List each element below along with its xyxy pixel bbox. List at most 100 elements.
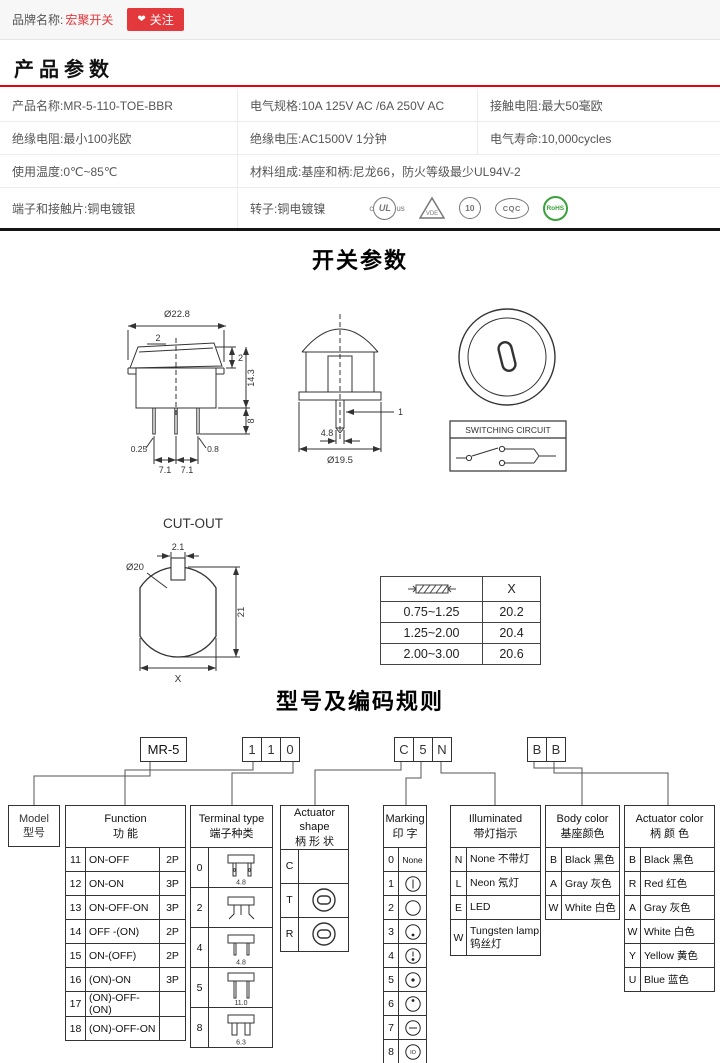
marking-icon-4 bbox=[398, 943, 427, 968]
cutout-drawing: CUT-OUT Ø20 2.1 21 X bbox=[126, 516, 247, 685]
dim-label: 8 bbox=[246, 418, 256, 423]
switching-circuit-label: SWITCHING CIRCUIT bbox=[465, 425, 550, 435]
dim-label: Ø22.8 bbox=[164, 309, 190, 320]
round-actuator-icon bbox=[298, 916, 349, 952]
marking-icon-2 bbox=[398, 895, 427, 920]
dim-label: 7.1 bbox=[181, 465, 194, 475]
model-table-en: Model bbox=[19, 812, 49, 825]
code-letter: 5 bbox=[413, 737, 433, 762]
svg-text:6.3: 6.3 bbox=[236, 1039, 246, 1046]
brand-bar: 品牌名称: 宏聚开关 ❤ 关注 bbox=[0, 0, 720, 40]
spdt-circuit-symbol bbox=[456, 445, 556, 467]
param-cell: 接触电阻:最大50毫欧 bbox=[477, 89, 720, 121]
dim-label: 2 bbox=[238, 353, 243, 363]
marking-row: 6 bbox=[383, 991, 427, 1016]
dim-label: 2 bbox=[155, 333, 160, 343]
marking-row: 4 bbox=[383, 943, 427, 968]
code-connector-lines bbox=[33, 762, 669, 805]
marking-row: 2 bbox=[383, 895, 427, 920]
brand-label: 品牌名称: bbox=[12, 13, 64, 27]
marking-row: 8 IO bbox=[383, 1039, 427, 1063]
certification-icons: c UL us VDE 10 CQC bbox=[369, 195, 568, 221]
param-cell: 转子:铜电镀镍 c UL us VDE 10 bbox=[237, 188, 720, 228]
switch-dimension-drawing: Ø22.8 2 2 14.3 bbox=[126, 308, 567, 685]
param-cell: 电气寿命:10,000cycles bbox=[477, 122, 720, 154]
marking-row: 0 None bbox=[383, 847, 427, 872]
cutout-size-table: X 0.75~1.25 20.2 1.25~2.00 20.4 2.00~3.0… bbox=[380, 576, 541, 665]
front-view-drawing: 1 4.8 Ø19.5 bbox=[298, 314, 403, 466]
model-table: Model 型号 bbox=[8, 805, 60, 847]
param-row: 产品名称:MR-5-110-TOE-BBR 电气规格:10A 125V AC /… bbox=[0, 89, 720, 122]
param-cell: 端子和接触片:铜电镀银 bbox=[12, 201, 136, 216]
terminal-drawing-8: 6.3 bbox=[208, 1007, 273, 1048]
code-letter: C bbox=[394, 737, 414, 762]
dim-label: 14.3 bbox=[246, 369, 256, 387]
param-cell: 使用温度:0℃~85℃ bbox=[12, 164, 118, 179]
param-cell: 绝缘电阻:最小100兆欧 bbox=[12, 131, 132, 146]
dim-label: 0.25 bbox=[131, 444, 148, 454]
follow-button[interactable]: ❤ 关注 bbox=[127, 8, 184, 31]
terminal-drawing-0: 4.8 bbox=[208, 847, 273, 888]
code-digit: 1 bbox=[261, 737, 281, 762]
x-header-cell: X bbox=[482, 576, 541, 602]
terminal-drawing-2 bbox=[208, 887, 273, 928]
param-cell: 电气规格:10A 125V AC /6A 250V AC bbox=[237, 89, 477, 121]
dim-label: 2.1 bbox=[172, 542, 185, 552]
marking-row: 5 bbox=[383, 967, 427, 992]
marking-icon-7 bbox=[398, 1015, 427, 1040]
shape-icon-c bbox=[298, 848, 349, 884]
cutout-title: CUT-OUT bbox=[163, 516, 223, 531]
switching-circuit-box: SWITCHING CIRCUIT bbox=[449, 420, 567, 472]
marking-icon-5 bbox=[398, 967, 427, 992]
terminal-row: 0 4.8 bbox=[190, 847, 273, 888]
terminal-row: 5 11.0 bbox=[190, 967, 273, 1008]
svg-text:VDE: VDE bbox=[426, 211, 438, 217]
face-view-drawing bbox=[458, 308, 556, 406]
marking-row: 1 bbox=[383, 871, 427, 896]
coding-rules-title: 型号及编码规则 bbox=[275, 689, 444, 714]
dim-label: 0.8 bbox=[207, 444, 219, 454]
terminal-row: 2 bbox=[190, 887, 273, 928]
svg-text:4.8: 4.8 bbox=[236, 959, 246, 966]
marking-row: 7 bbox=[383, 1015, 427, 1040]
vde-icon: VDE bbox=[418, 196, 445, 220]
table-row: 2.00~3.00 20.6 bbox=[380, 643, 541, 665]
cqc-icon: CQC bbox=[494, 197, 529, 219]
product-params-table: 产品名称:MR-5-110-TOE-BBR 电气规格:10A 125V AC /… bbox=[0, 89, 720, 228]
shape-row: T bbox=[280, 882, 349, 918]
svg-text:4.8: 4.8 bbox=[236, 879, 246, 886]
code-color: B bbox=[546, 737, 566, 762]
param-row: 端子和接触片:铜电镀银 转子:铜电镀镍 c UL us VDE bbox=[0, 188, 720, 228]
code-color: B bbox=[527, 737, 547, 762]
dim-label: 1 bbox=[398, 407, 403, 417]
rohs-icon: RoHS bbox=[542, 195, 568, 221]
shape-row: C bbox=[280, 848, 349, 884]
param-cell: 材料组成:基座和柄:尼龙66，防火等级最少UL94V-2 bbox=[237, 155, 720, 187]
function-row: 18(ON)-OFF-ON bbox=[65, 1016, 186, 1041]
terminal-drawing-5: 11.0 bbox=[208, 967, 273, 1008]
shape-row: R bbox=[280, 916, 349, 952]
brand-name-link[interactable]: 宏聚开关 bbox=[65, 13, 114, 27]
code-letter: N bbox=[432, 737, 452, 762]
